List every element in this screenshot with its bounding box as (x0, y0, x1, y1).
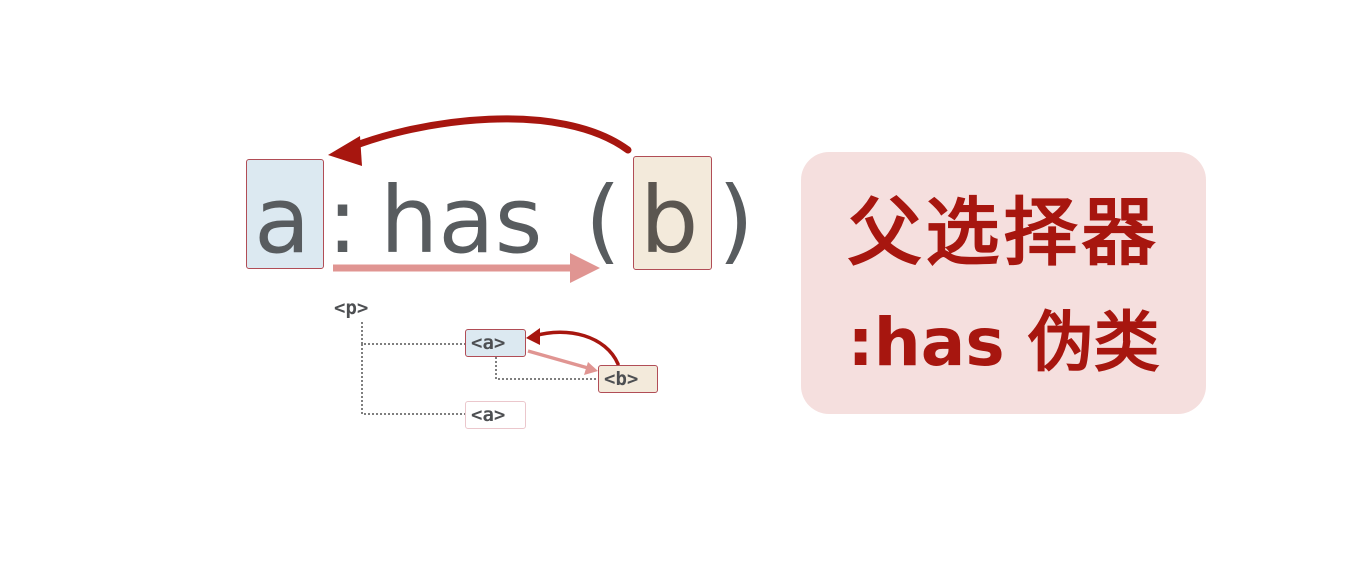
card-title: 父选择器 (847, 190, 1160, 276)
card-subtitle: :has 伪类 (847, 304, 1160, 381)
title-card: 父选择器 :has 伪类 (801, 152, 1206, 414)
subject-highlight-box (246, 159, 324, 269)
tree-node-b: <b> (598, 365, 658, 393)
tree-node-p: <p> (334, 297, 369, 319)
tree-connector-p-a1 (361, 322, 465, 345)
tree-match-arrow-head (584, 362, 598, 375)
tree-connector-p-a2 (361, 344, 465, 415)
selector-close-paren: ) (718, 167, 754, 274)
selector-pseudo-name: has (380, 167, 543, 274)
match-arrow-head (570, 253, 600, 283)
selector-open-paren: ( (585, 167, 621, 274)
selector-subject: a (254, 167, 311, 274)
selector-colon: : (327, 167, 358, 274)
tree-parent-arrow-curve (532, 330, 620, 366)
tree-node-a-highlighted: <a> (465, 329, 526, 357)
tree-connector-a1-b (495, 357, 598, 380)
tree-parent-arrow-head (526, 328, 540, 345)
selector-argument: b (640, 167, 699, 274)
argument-highlight-box (633, 156, 712, 270)
parent-arrow-curve (340, 115, 632, 154)
tree-node-a-plain: <a> (465, 401, 526, 429)
tree-match-arrow-line (527, 349, 589, 370)
parent-arrow-head (328, 136, 362, 166)
